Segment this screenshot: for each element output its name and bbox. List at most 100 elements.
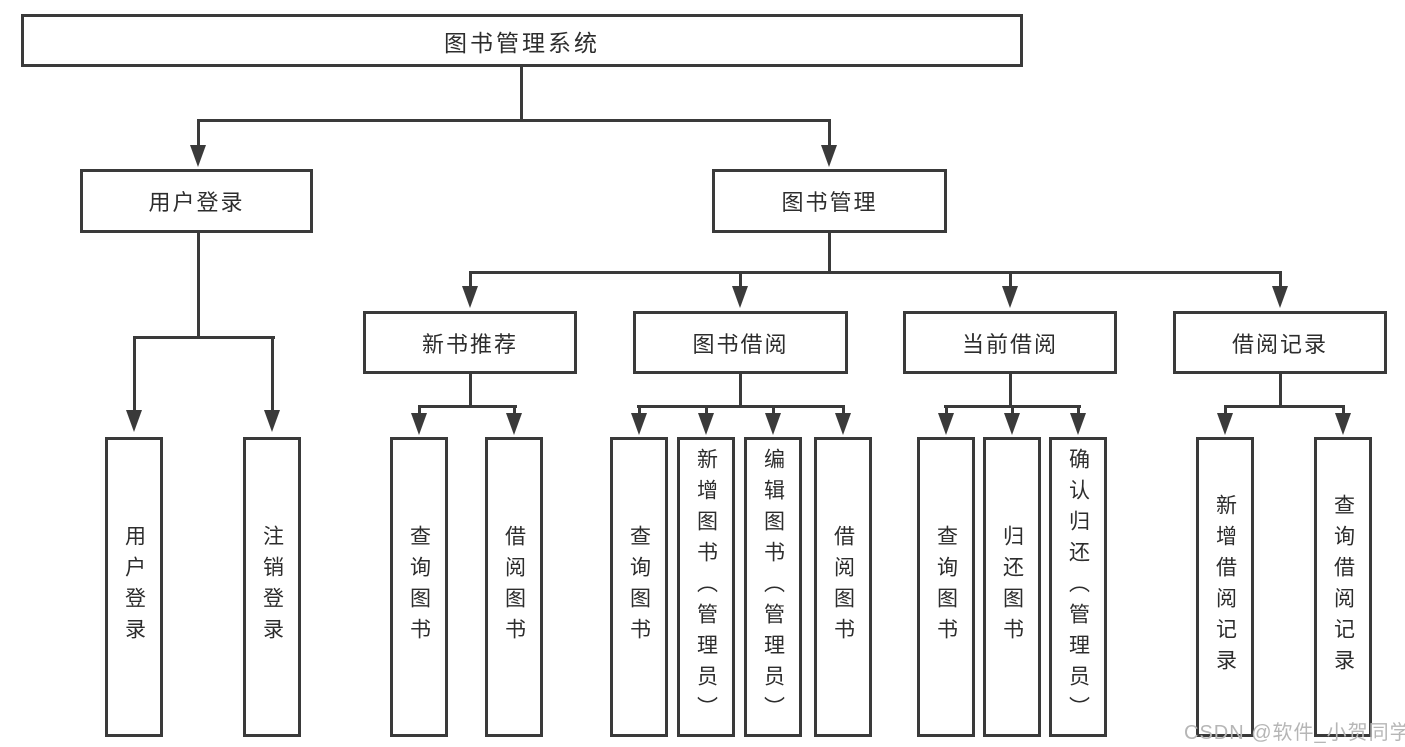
arrow-head-icon	[1335, 413, 1351, 435]
node-leaf-br-add-record: 新增借阅记录	[1196, 437, 1254, 737]
node-user-login: 用户登录	[80, 169, 313, 233]
arrow-head-icon	[1002, 286, 1018, 308]
arrow-to-br-query	[1335, 407, 1351, 435]
node-label: 用户登录	[122, 525, 146, 649]
node-label: 借阅图书	[502, 525, 526, 649]
arrow-head-icon	[765, 413, 781, 435]
arrow-shaft	[1341, 407, 1345, 413]
arrow-to-br-add	[1217, 407, 1233, 435]
connector-borrow-record-stub	[1279, 374, 1282, 407]
arrow-head-icon	[1004, 413, 1020, 435]
arrow-shaft	[771, 407, 775, 413]
node-leaf-bb-edit-book-admin: 编辑图书（管理员）	[744, 437, 802, 737]
node-label: 新增图书（管理员）	[694, 447, 718, 727]
node-leaf-cb-query-book: 查询图书	[917, 437, 975, 737]
arrow-to-bb-borrow	[835, 407, 851, 435]
node-new-book-recommend: 新书推荐	[363, 311, 577, 374]
arrow-head-icon	[190, 145, 206, 167]
arrow-shaft	[637, 407, 641, 413]
arrow-to-bb-edit	[765, 407, 781, 435]
node-label: 查询图书	[407, 525, 431, 649]
arrow-to-cb-query	[938, 407, 954, 435]
node-leaf-bb-borrow-book: 借阅图书	[814, 437, 872, 737]
arrow-shaft	[738, 273, 742, 286]
node-label: 图书管理系统	[444, 29, 600, 56]
arrow-head-icon	[698, 413, 714, 435]
arrow-to-nb-borrow	[506, 407, 522, 435]
arrow-head-icon	[938, 413, 954, 435]
arrow-shaft	[196, 121, 200, 145]
connector-user-login-stub	[197, 233, 200, 337]
connector-root-distribution	[197, 119, 831, 122]
arrow-head-icon	[732, 286, 748, 308]
node-leaf-logout: 注销登录	[243, 437, 301, 737]
arrow-head-icon	[1217, 413, 1233, 435]
node-label: 编辑图书（管理员）	[761, 447, 785, 727]
arrow-to-bb-query	[631, 407, 647, 435]
arrow-head-icon	[835, 413, 851, 435]
node-label: 借阅图书	[831, 525, 855, 649]
node-leaf-br-query-record: 查询借阅记录	[1314, 437, 1372, 737]
connector-book-borrow-stub	[739, 374, 742, 407]
connector-borrow-record-distribution	[1224, 405, 1345, 408]
arrow-shaft	[944, 407, 948, 413]
arrow-shaft	[1076, 407, 1080, 413]
node-label: 图书借阅	[692, 331, 789, 357]
node-current-borrow: 当前借阅	[903, 311, 1117, 374]
arrow-shaft	[270, 338, 274, 410]
arrow-shaft	[1008, 273, 1012, 286]
arrow-to-nb-query	[411, 407, 427, 435]
connector-book-borrow-distribution	[637, 405, 845, 408]
arrow-to-book-borrow	[732, 273, 748, 308]
arrow-to-borrow-record	[1272, 273, 1288, 308]
node-label: 图书管理	[781, 190, 878, 215]
arrow-shaft	[512, 407, 516, 413]
arrow-head-icon	[631, 413, 647, 435]
connector-new-book-rec-distribution	[418, 405, 517, 408]
node-label: 新增借阅记录	[1213, 494, 1237, 680]
arrow-head-icon	[506, 413, 522, 435]
node-leaf-cb-return-book: 归还图书	[983, 437, 1041, 737]
arrow-shaft	[1223, 407, 1227, 413]
arrow-shaft	[1010, 407, 1014, 413]
arrow-to-user-login-action	[126, 338, 142, 432]
node-borrow-record: 借阅记录	[1173, 311, 1387, 374]
node-label: 新书推荐	[421, 331, 518, 357]
node-label: 查询图书	[627, 525, 651, 649]
arrow-shaft	[132, 338, 136, 410]
node-leaf-bb-query-book: 查询图书	[610, 437, 668, 737]
node-book-management: 图书管理	[712, 169, 947, 233]
node-leaf-nb-borrow-book: 借阅图书	[485, 437, 543, 737]
arrow-head-icon	[1272, 286, 1288, 308]
connector-new-book-rec-stub	[469, 374, 472, 407]
arrow-head-icon	[126, 410, 142, 432]
connector-book-mgmt-stub	[828, 233, 831, 273]
arrow-to-current-borrow	[1002, 273, 1018, 308]
node-label: 用户登录	[148, 190, 245, 215]
node-label: 当前借阅	[961, 331, 1058, 357]
arrow-shaft	[468, 273, 472, 286]
node-leaf-bb-add-book-admin: 新增图书（管理员）	[677, 437, 735, 737]
node-label: 借阅记录	[1231, 331, 1328, 357]
arrow-head-icon	[462, 286, 478, 308]
node-book-borrow: 图书借阅	[633, 311, 848, 374]
arrow-to-cb-confirm	[1070, 407, 1086, 435]
connector-user-login-distribution	[133, 336, 275, 339]
node-leaf-cb-confirm-return-admin: 确认归还（管理员）	[1049, 437, 1107, 737]
arrow-head-icon	[411, 413, 427, 435]
arrow-head-icon	[821, 145, 837, 167]
arrow-to-new-book-rec	[462, 273, 478, 308]
connector-current-borrow-stub	[1009, 374, 1012, 407]
node-label: 注销登录	[260, 525, 284, 649]
arrow-to-user-login	[190, 121, 206, 167]
arrow-shaft	[1278, 273, 1282, 286]
arrow-shaft	[417, 407, 421, 413]
arrow-head-icon	[264, 410, 280, 432]
arrow-shaft	[841, 407, 845, 413]
node-library-management-system: 图书管理系统	[21, 14, 1023, 67]
connector-book-mgmt-distribution	[469, 271, 1282, 274]
arrow-head-icon	[1070, 413, 1086, 435]
csdn-watermark: CSDN @软件_小贺同学	[1184, 722, 1405, 744]
node-label: 确认归还（管理员）	[1066, 447, 1090, 727]
